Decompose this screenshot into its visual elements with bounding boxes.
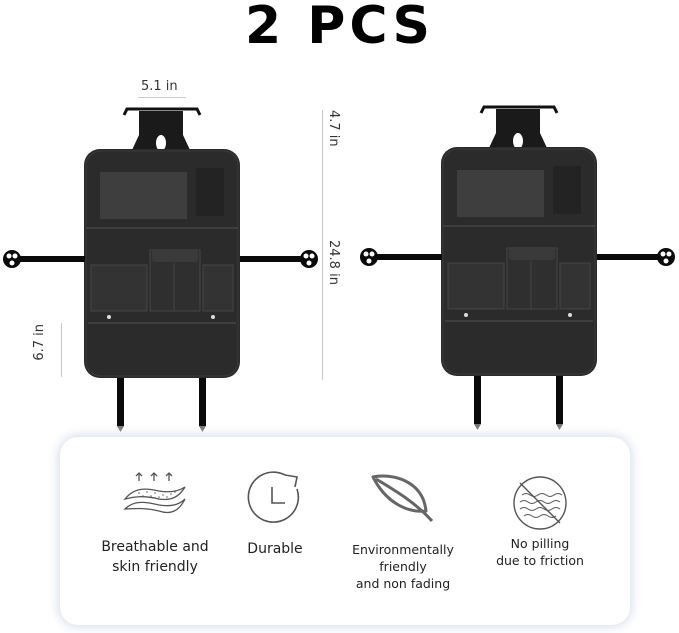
feature-label: Environmentally friendly xyxy=(352,542,454,574)
feature-label: skin friendly xyxy=(112,559,198,575)
pocket-dimension-line xyxy=(61,323,62,377)
total-height-label: 24.8 in xyxy=(326,240,341,285)
feature-label: and non fading xyxy=(355,576,451,591)
car-seat-organizer-left xyxy=(3,107,318,432)
feature-label: due to friction xyxy=(496,553,584,568)
width-dimension-label: 5.1 in xyxy=(141,79,178,94)
car-seat-organizer-right xyxy=(358,105,677,432)
feature-label: No pilling xyxy=(510,536,570,551)
feature-no-pilling: No pilling due to friction xyxy=(490,475,590,569)
feature-eco: Environmentally friendly and non fading xyxy=(328,473,478,592)
hook-height-label: 4.7 in xyxy=(326,110,341,147)
feature-durable: Durable xyxy=(230,467,320,559)
width-dimension-line xyxy=(138,97,186,98)
page-title: 2 PCS xyxy=(245,0,434,56)
leaf-icon xyxy=(371,474,434,522)
no-pilling-icon xyxy=(513,476,567,530)
feature-label: Durable xyxy=(247,541,303,557)
feature-label: Breathable and xyxy=(101,539,209,555)
features-panel: Breathable and skin friendly Durable Env… xyxy=(60,437,630,625)
clock-durable-icon xyxy=(247,471,300,523)
feature-breathable: Breathable and skin friendly xyxy=(90,471,220,577)
height-dimension-line xyxy=(322,110,323,380)
breathable-layers-icon xyxy=(123,472,186,514)
